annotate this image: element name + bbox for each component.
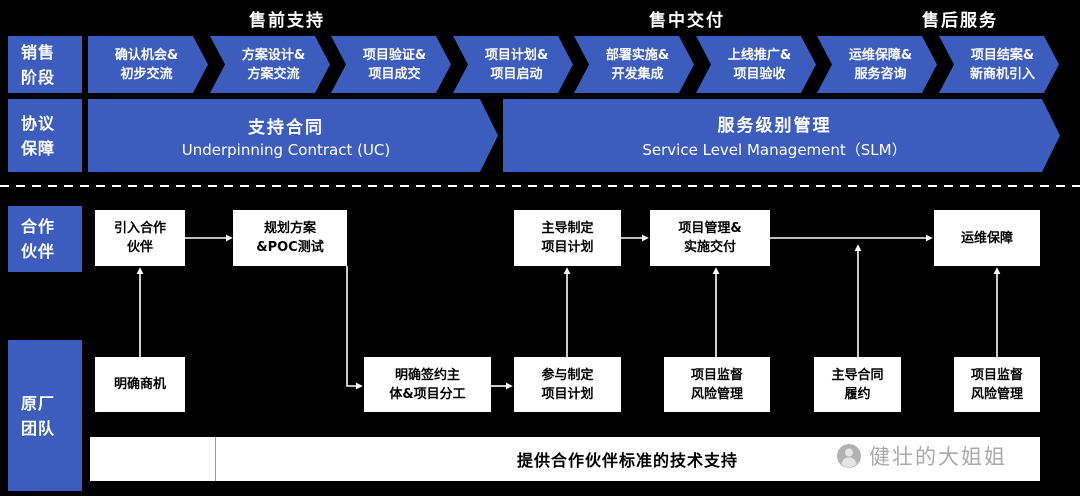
vendor-box-opportunity: 明确商机 (95, 357, 185, 412)
row-label-vendor-team: 原厂 团队 (8, 340, 82, 491)
watermark: 健壮的大姐姐 (836, 441, 1007, 471)
partner-box-deliver: 项目管理& 实施交付 (650, 210, 770, 266)
stage-chevron-2: 方案设计& 方案交流 (210, 36, 330, 93)
vendor-box-contract: 明确签约主 体&项目分工 (364, 357, 491, 412)
slm-title: 服务级别管理 (717, 116, 832, 136)
stage-chevron-1: 确认机会& 初步交流 (88, 36, 208, 93)
phase-presales-label: 售前支持 (249, 11, 325, 31)
bottom-bar-label: 提供合作伙伴标准的技术支持 (516, 451, 738, 470)
connector-poc-to-contract (346, 266, 363, 390)
stage-chevron-4: 项目计划& 项目启动 (453, 36, 573, 93)
stage-chevron-7: 运维保障& 服务咨询 (817, 36, 937, 93)
vendor-box-risk-2: 项目监督 风险管理 (954, 357, 1040, 412)
bottom-bar-divider (215, 437, 216, 481)
stage-chevron-6: 上线推广& 项目验收 (696, 36, 816, 93)
row-label-partner: 合作 伙伴 (8, 206, 82, 272)
uc-subtitle: Underpinning Contract (UC) (181, 140, 391, 159)
phase-aftersales-label: 售后服务 (922, 11, 998, 31)
stage-chevron-5: 部署实施& 开发集成 (574, 36, 694, 93)
vendor-box-plan: 参与制定 项目计划 (514, 357, 621, 412)
wechat-account-icon (837, 444, 861, 468)
vendor-box-risk-1: 项目监督 风险管理 (664, 357, 770, 412)
vendor-box-fulfill: 主导合同 履约 (814, 357, 901, 412)
partner-box-intro: 引入合作 伙伴 (95, 210, 185, 266)
partner-box-ops: 运维保障 (934, 210, 1040, 266)
dashed-separator (0, 185, 1080, 187)
slm-subtitle: Service Level Management（SLM） (642, 141, 907, 159)
partner-box-plan: 主导制定 项目计划 (514, 210, 621, 266)
agreement-arrow-uc: 支持合同 Underpinning Contract (UC) (88, 99, 498, 172)
agreement-arrow-slm: 服务级别管理 Service Level Management（SLM） (503, 99, 1060, 172)
row-label-agreement: 协议 保障 (8, 99, 82, 172)
watermark-text: 健壮的大姐姐 (869, 445, 1007, 469)
uc-title: 支持合同 (248, 117, 324, 138)
partner-box-poc: 规划方案 &POC测试 (233, 210, 347, 266)
phase-delivery-label: 售中交付 (649, 11, 725, 31)
row-label-sales-stage: 销售 阶段 (8, 36, 82, 93)
stage-chevron-3: 项目验证& 项目成交 (331, 36, 451, 93)
bottom-support-bar: 提供合作伙伴标准的技术支持 (90, 437, 1040, 481)
stage-chevron-8: 项目结案& 新商机引入 (939, 36, 1059, 93)
